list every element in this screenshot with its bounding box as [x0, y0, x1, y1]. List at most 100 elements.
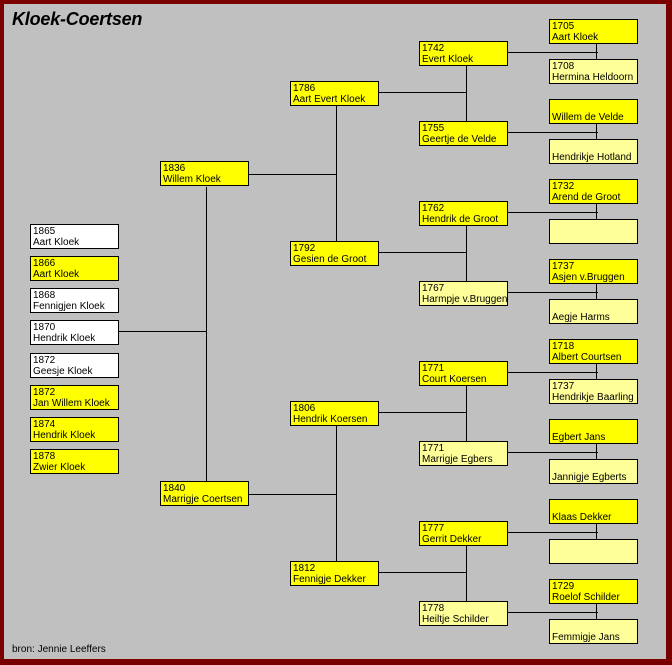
person-year: 1771: [422, 363, 445, 374]
connector-line: [378, 92, 467, 93]
person-year: 1737: [552, 381, 575, 392]
person-box[interactable]: Klaas Dekker: [549, 499, 638, 524]
person-year: [552, 501, 635, 512]
person-year: 1786: [293, 83, 316, 94]
person-box[interactable]: Egbert Jans: [549, 419, 638, 444]
person-year: 1866: [33, 258, 56, 269]
person-box[interactable]: Jannigje Egberts: [549, 459, 638, 484]
person-box[interactable]: [549, 219, 638, 244]
connector-line: [506, 212, 598, 213]
person-year: 1777: [422, 523, 445, 534]
connector-line: [466, 214, 467, 294]
person-year: 1771: [422, 443, 445, 454]
person-year: 1708: [552, 61, 575, 72]
connector-line: [506, 612, 598, 613]
connector-line: [378, 572, 467, 573]
person-name: Evert Kloek: [422, 54, 474, 65]
person-box[interactable]: [549, 539, 638, 564]
person-year: 1872: [33, 355, 56, 366]
person-box[interactable]: Aegje Harms: [549, 299, 638, 324]
person-year: 1792: [293, 243, 316, 254]
connector-line: [506, 292, 598, 293]
person-name: Egbert Jans: [552, 432, 606, 443]
person-name: Gesien de Groot: [293, 254, 367, 265]
person-year: [552, 301, 635, 312]
connector-line: [506, 52, 598, 53]
connector-line: [506, 452, 598, 453]
person-name: Albert Courtsen: [552, 352, 622, 363]
person-name: Hendrik Kloek: [33, 430, 96, 441]
source-note: bron: Jennie Leeffers: [12, 644, 106, 655]
person-name: Hendrikje Baarling: [552, 392, 634, 403]
person-name: Fennigje Dekker: [293, 574, 366, 585]
person-box[interactable]: Willem de Velde: [549, 99, 638, 124]
person-name: Jannigje Egberts: [552, 472, 627, 483]
person-year: 1806: [293, 403, 316, 414]
person-name: Geertje de Velde: [422, 134, 497, 145]
person-box[interactable]: Hendrikje Hotland: [549, 139, 638, 164]
connector-line: [596, 204, 597, 224]
connector-line: [596, 444, 597, 464]
connector-line: [596, 124, 597, 144]
person-year: 1840: [163, 483, 186, 494]
person-name: Marrigje Coertsen: [163, 494, 243, 505]
connector-line: [596, 284, 597, 304]
person-year: 1737: [552, 261, 575, 272]
connector-line: [506, 532, 598, 533]
person-year: 1870: [33, 322, 56, 333]
connector-line: [336, 416, 337, 574]
person-box[interactable]: Femmigje Jans: [549, 619, 638, 644]
person-name: Asjen v.Bruggen: [552, 272, 625, 283]
connector-line: [378, 252, 467, 253]
person-year: 1874: [33, 419, 56, 430]
person-year: 1742: [422, 43, 445, 54]
connector-line: [118, 331, 207, 332]
person-year: [552, 621, 635, 632]
connector-line: [466, 54, 467, 134]
person-name: Aart Kloek: [33, 269, 80, 280]
connector-line: [206, 187, 207, 497]
person-year: 1705: [552, 21, 575, 32]
person-name: Aegje Harms: [552, 312, 610, 323]
person-name: Willem de Velde: [552, 112, 624, 123]
connector-line: [596, 524, 597, 544]
person-name: Hendrik Koersen: [293, 414, 368, 425]
person-name: Heiltje Schilder: [422, 614, 489, 625]
person-name: Klaas Dekker: [552, 512, 612, 523]
person-name: Aart Kloek: [33, 237, 80, 248]
connector-line: [596, 44, 597, 64]
connector-line: [596, 364, 597, 384]
person-name: Aart Evert Kloek: [293, 94, 366, 105]
person-year: 1762: [422, 203, 445, 214]
